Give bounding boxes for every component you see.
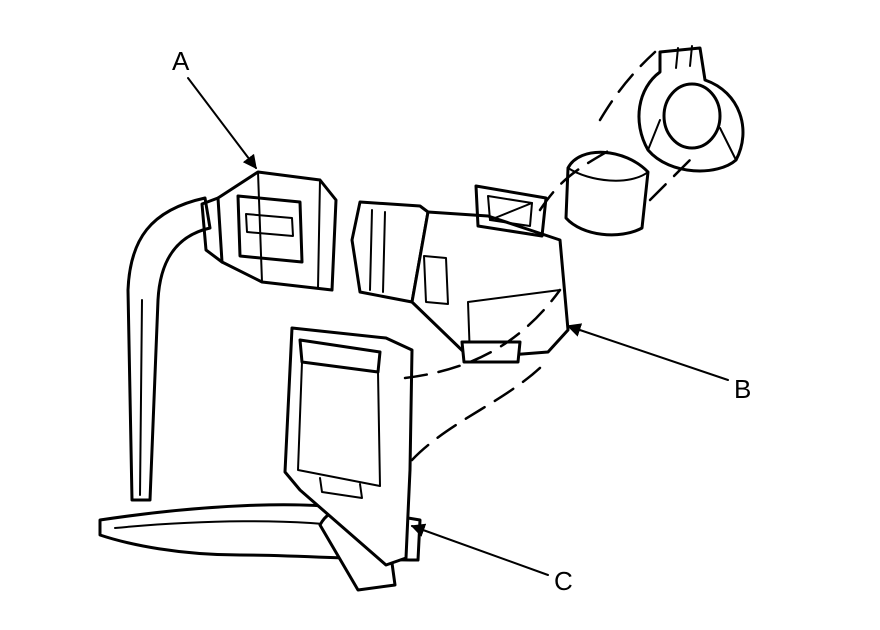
bracket-c (283, 326, 414, 567)
assembly-guide-lines (403, 50, 692, 462)
callout-c-arrow (410, 523, 549, 576)
retaining-ring (637, 45, 745, 173)
callout-a-arrow (187, 77, 257, 170)
cylinder-plug (564, 150, 650, 237)
callout-b-arrow (566, 323, 729, 381)
callout-c-label: C (554, 566, 573, 596)
connector-a (200, 170, 338, 292)
sensor-b (350, 184, 570, 364)
callout-a-label: A (172, 46, 190, 76)
callout-b-label: B (734, 374, 751, 404)
